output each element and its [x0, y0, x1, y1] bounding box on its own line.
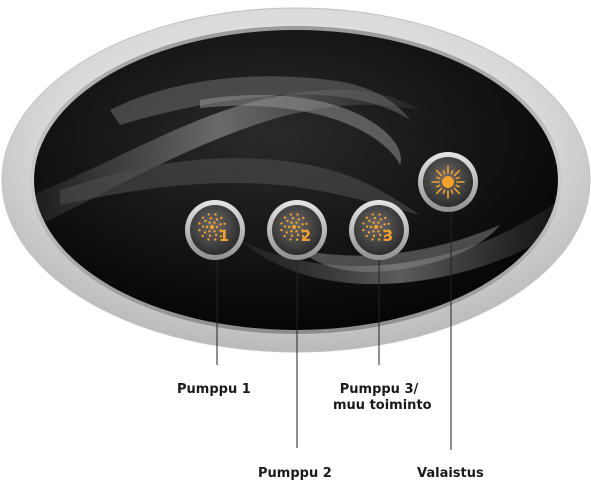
- label-pump-3-line1: Pumppu 3/: [333, 382, 425, 398]
- pump-2-number: 2: [301, 227, 311, 245]
- label-lighting: Valaistus: [417, 466, 484, 482]
- light-button[interactable]: [418, 152, 478, 212]
- pump-2-button[interactable]: 2: [267, 200, 327, 260]
- pump-1-button[interactable]: 1: [185, 200, 245, 260]
- pump-3-number: 3: [383, 227, 393, 245]
- sun-icon: [432, 166, 464, 198]
- pump-3-button[interactable]: 3: [349, 200, 409, 260]
- label-pump-3: Pumppu 3/ muu toiminto: [333, 382, 425, 414]
- label-pump-1: Pumppu 1: [177, 382, 251, 398]
- pump-1-number: 1: [219, 227, 229, 245]
- label-pump-3-line2: muu toiminto: [333, 398, 425, 414]
- label-pump-2: Pumppu 2: [258, 466, 332, 482]
